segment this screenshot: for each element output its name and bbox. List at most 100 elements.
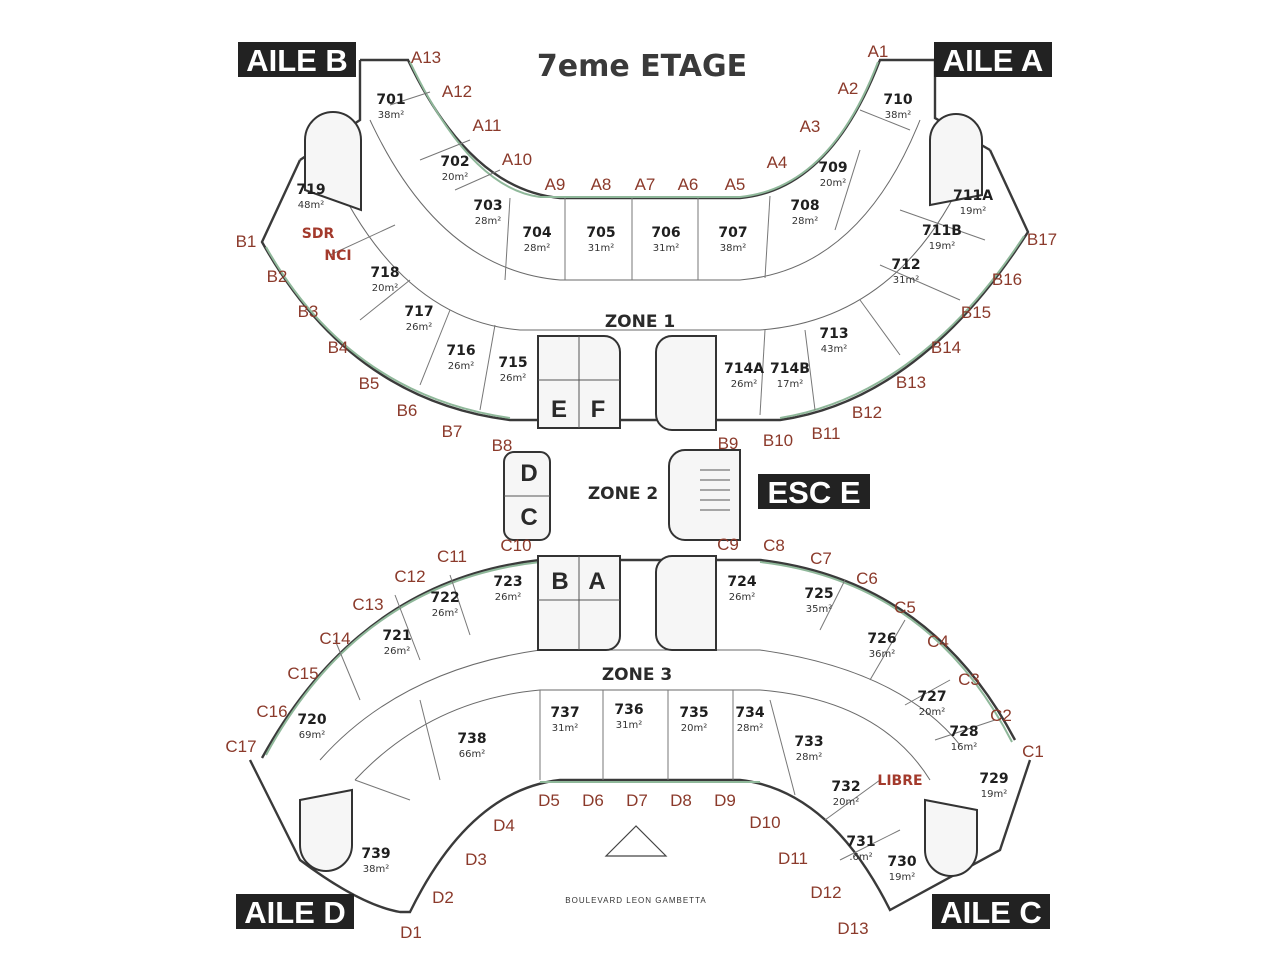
room-number: 732 bbox=[831, 779, 860, 795]
core-letter: E bbox=[551, 396, 567, 423]
axis-label-c4: C4 bbox=[927, 632, 949, 651]
axis-label-c14: C14 bbox=[319, 629, 350, 648]
room-723: 723 26m² bbox=[493, 574, 522, 603]
room-number: 739 bbox=[361, 846, 390, 862]
room-area: 26m² bbox=[495, 592, 521, 603]
room-area: 69m² bbox=[299, 730, 325, 741]
wing-label-b: AILE B bbox=[238, 42, 356, 78]
axis-label-c3: C3 bbox=[958, 670, 980, 689]
room-area: 66m² bbox=[459, 749, 485, 760]
note-libre: LIBRE bbox=[877, 773, 922, 789]
axis-label-a2: A2 bbox=[838, 79, 859, 98]
axis-label-b6: B6 bbox=[397, 401, 418, 420]
room-area: 20m² bbox=[681, 723, 707, 734]
room-number: 734 bbox=[735, 705, 764, 721]
room-area: 31m² bbox=[653, 243, 679, 254]
orientation-triangle bbox=[604, 825, 668, 857]
axis-label-b8: B8 bbox=[492, 436, 513, 455]
rooms: 70138m²70220m²70328m²70428m²70531m²70631… bbox=[296, 92, 1008, 883]
room-number: 708 bbox=[790, 198, 819, 214]
axis-label-d11: D11 bbox=[778, 849, 808, 868]
room-number: 730 bbox=[887, 854, 916, 870]
axis-label-a1: A1 bbox=[868, 42, 889, 61]
stair-towers bbox=[299, 111, 983, 877]
room-area: 38m² bbox=[378, 110, 404, 121]
core-letter: B bbox=[551, 568, 568, 595]
room-704: 704 28m² bbox=[522, 225, 551, 254]
room-number: 721 bbox=[382, 628, 411, 644]
room-area: 16m² bbox=[951, 742, 977, 753]
room-area: 28m² bbox=[475, 216, 501, 227]
axis-label-a4: A4 bbox=[767, 153, 788, 172]
room-area: 19m² bbox=[960, 206, 986, 217]
room-area: 20m² bbox=[442, 172, 468, 183]
axis-label-c1: C1 bbox=[1022, 742, 1044, 761]
axis-label-b5: B5 bbox=[359, 374, 380, 393]
room-number: 714A bbox=[724, 361, 764, 377]
room-area: 35m² bbox=[806, 604, 832, 615]
axis-label-b17: B17 bbox=[1027, 230, 1057, 249]
floor-title: 7eme ETAGE bbox=[537, 49, 747, 84]
room-area: 26m² bbox=[500, 373, 526, 384]
axis-label-c6: C6 bbox=[856, 569, 878, 588]
room-area: 31m² bbox=[552, 723, 578, 734]
room-area: 31m² bbox=[893, 275, 919, 286]
room-area: 20m² bbox=[820, 178, 846, 189]
room-number: 723 bbox=[493, 574, 522, 590]
core-letter: F bbox=[591, 396, 606, 423]
room-area: 26m² bbox=[731, 379, 757, 390]
room-number: 701 bbox=[376, 92, 405, 108]
room-737: 737 31m² bbox=[550, 705, 579, 734]
room-number: 735 bbox=[679, 705, 708, 721]
room-number: 737 bbox=[550, 705, 579, 721]
room-number: 716 bbox=[446, 343, 475, 359]
axis-label-b14: B14 bbox=[931, 338, 961, 357]
core-letter: A bbox=[588, 568, 605, 595]
room-area: 28m² bbox=[524, 243, 550, 254]
axis-label-a13: A13 bbox=[411, 48, 441, 67]
room-area: 31m² bbox=[616, 720, 642, 731]
room-number: 714B bbox=[770, 361, 810, 377]
room-number: 705 bbox=[586, 225, 615, 241]
axis-label-b2: B2 bbox=[267, 267, 288, 286]
axis-label-b9: B9 bbox=[718, 434, 739, 453]
esc-label: ESC E bbox=[758, 474, 870, 510]
room-706: 706 31m² bbox=[651, 225, 680, 254]
axis-label-a5: A5 bbox=[725, 175, 746, 194]
axis-label-d12: D12 bbox=[810, 883, 841, 902]
axis-label-b16: B16 bbox=[992, 270, 1022, 289]
axis-label-d10: D10 bbox=[749, 813, 780, 832]
core-letter: D bbox=[520, 460, 537, 487]
room-714A: 714A 26m² bbox=[724, 361, 764, 390]
room-number: 706 bbox=[651, 225, 680, 241]
room-number: 704 bbox=[522, 225, 551, 241]
room-area: 26m² bbox=[432, 608, 458, 619]
room-number: 713 bbox=[819, 326, 848, 342]
room-area: 28m² bbox=[737, 723, 763, 734]
room-area: 38m² bbox=[885, 110, 911, 121]
core-letter: C bbox=[520, 504, 537, 531]
central-cores bbox=[503, 335, 741, 651]
